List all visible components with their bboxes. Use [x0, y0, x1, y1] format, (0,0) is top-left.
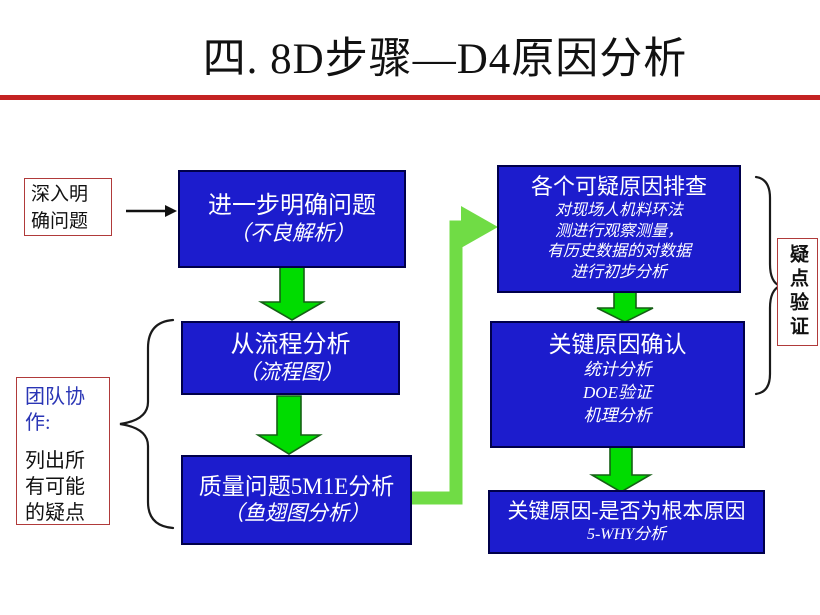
start-note: 深入明确问题	[24, 178, 112, 236]
node-title: 从流程分析	[230, 331, 351, 358]
flow-node-5m1e-analysis: 质量问题5M1E分析 （鱼翅图分析）	[181, 455, 412, 545]
start-note-text: 深入明确问题	[31, 184, 89, 232]
node-subtitle: 统计分析 DOE验证 机理分析	[583, 360, 652, 425]
node-title: 进一步明确问题	[208, 192, 376, 219]
node-title: 关键原因-是否为根本原因	[507, 499, 746, 524]
verify-note: 疑点验证	[777, 238, 818, 346]
flow-node-process-analysis: 从流程分析 （流程图）	[181, 321, 400, 395]
node-subtitle: （流程图）	[238, 359, 343, 384]
elbow-arrowhead-icon	[461, 206, 498, 248]
down-arrow-icon	[589, 445, 653, 493]
node-subtitle: （不良解析）	[229, 220, 355, 245]
down-arrow-icon	[596, 290, 654, 323]
flow-node-key-cause-confirm: 关键原因确认 统计分析 DOE验证 机理分析	[490, 321, 745, 448]
node-subtitle: 对现场人机料环法 测进行观察测量， 有历史数据的对数据 进行初步分析	[546, 201, 691, 282]
node-subtitle: 5-WHY分析	[586, 526, 667, 544]
node-subtitle: （鱼翅图分析）	[223, 501, 370, 526]
flow-node-root-cause-check: 关键原因-是否为根本原因 5-WHY分析	[488, 490, 765, 554]
team-note: 团队协作: 列出所有可能的疑点	[16, 377, 110, 525]
node-title: 关键原因确认	[548, 332, 687, 357]
down-arrow-icon	[255, 395, 323, 455]
node-title: 各个可疑原因排查	[530, 173, 707, 199]
start-arrowhead-icon	[165, 205, 177, 217]
brace-left-icon	[119, 318, 175, 530]
flow-node-suspect-cause-screening: 各个可疑原因排查 对现场人机料环法 测进行观察测量， 有历史数据的对数据 进行初…	[497, 165, 741, 293]
flow-node-clarify-problem: 进一步明确问题 （不良解析）	[178, 170, 406, 268]
node-title: 质量问题5M1E分析	[198, 474, 395, 500]
down-arrow-icon	[258, 265, 326, 321]
elbow-connector-icon	[412, 220, 463, 505]
slide-title: 四. 8D步骤—D4原因分析	[202, 36, 688, 83]
title-underline	[0, 95, 820, 100]
verify-note-text: 疑点验证	[787, 244, 808, 340]
team-note-body: 列出所有可能的疑点	[25, 450, 85, 524]
team-note-heading: 团队协作:	[25, 386, 85, 434]
